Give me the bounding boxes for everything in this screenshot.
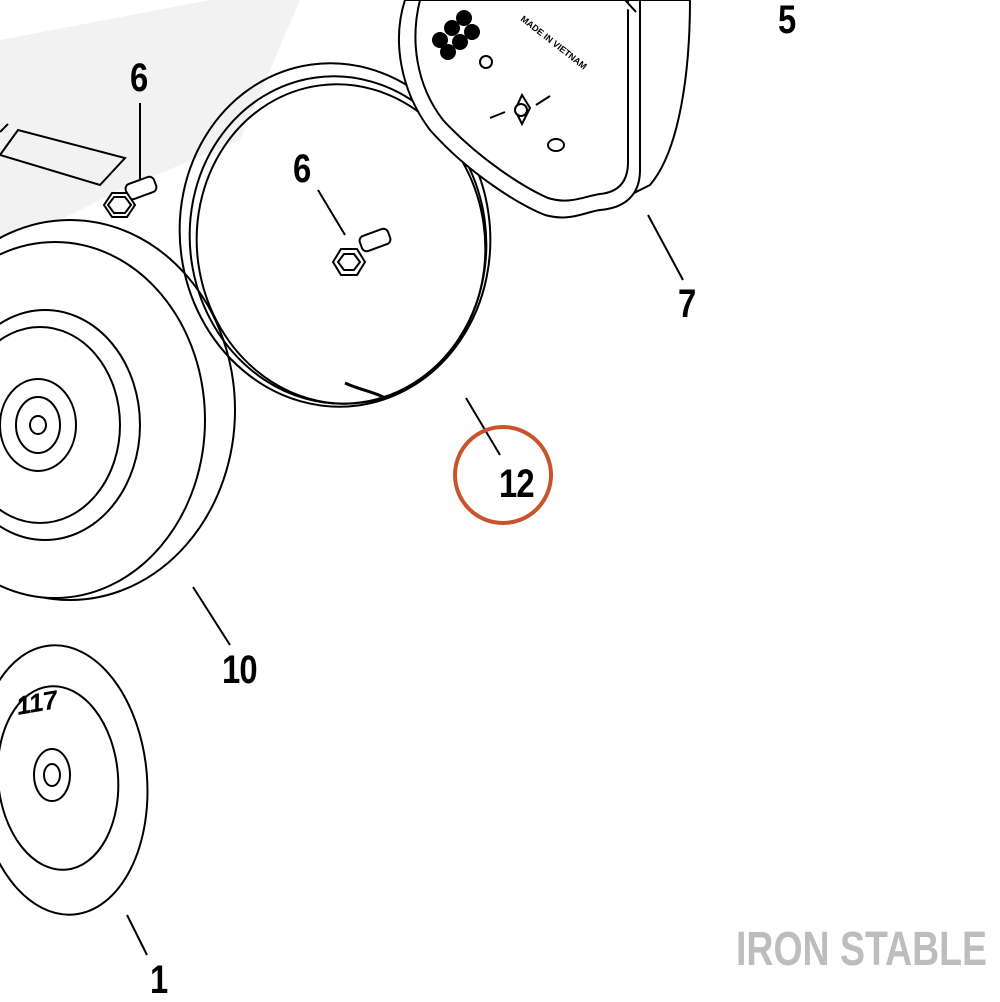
background-watermark-shape: [0, 0, 300, 240]
callout-10: 10: [222, 648, 258, 692]
cover-badge-text: 117: [14, 684, 62, 721]
label-plate: [0, 123, 127, 187]
callout-1: 1: [150, 958, 168, 1002]
leader-lines: [126, 103, 684, 956]
callout-6-left: 6: [130, 56, 148, 100]
bolt-center: [331, 227, 392, 276]
derby-cover: [0, 644, 149, 916]
callout-5: 5: [778, 0, 796, 42]
brand-watermark: IRON STABLE: [736, 923, 987, 976]
bolt-left: [102, 175, 158, 218]
air-cleaner-cover: [0, 219, 236, 601]
gasket-ring: [178, 62, 492, 408]
highlight-ring: [453, 425, 553, 525]
callout-6-center: 6: [293, 147, 311, 191]
filter-housing: [398, 0, 692, 219]
callout-12: 12: [499, 462, 535, 506]
callout-7: 7: [678, 282, 696, 326]
